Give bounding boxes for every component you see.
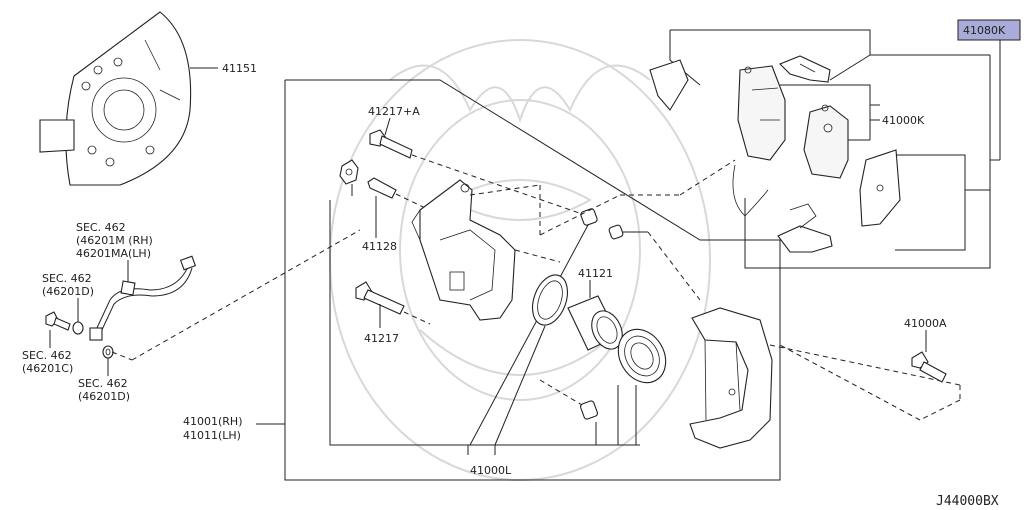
mounting-bolt-41000a[interactable] bbox=[911, 351, 947, 383]
label-41000a: 41000A bbox=[904, 317, 947, 330]
label-sec462-d-top-2: (46201D) bbox=[42, 285, 94, 298]
label-sec462-c-2: (46201C) bbox=[22, 362, 73, 375]
pad-clip-upper[interactable] bbox=[779, 55, 831, 83]
pin-boot-lower[interactable] bbox=[579, 400, 599, 420]
label-sec462-c-1: SEC. 462 bbox=[22, 349, 72, 362]
label-sec462-d-bot-1: SEC. 462 bbox=[78, 377, 128, 390]
piston-seal[interactable] bbox=[526, 270, 574, 330]
kit-41000k-bracket-top bbox=[780, 84, 880, 106]
caliper-support-bracket[interactable] bbox=[689, 307, 773, 449]
kit-41080k-bracket-top bbox=[670, 29, 990, 56]
brake-pad-inner[interactable] bbox=[803, 104, 849, 179]
label-41151: 41151 bbox=[222, 62, 257, 75]
caliper-body[interactable] bbox=[411, 179, 516, 321]
brake-pad-outer[interactable] bbox=[737, 65, 786, 161]
label-sec462-hose-1: SEC. 462 bbox=[76, 221, 126, 234]
kit-41080k-bracket-right bbox=[989, 55, 1000, 161]
pad-wear-spring[interactable] bbox=[732, 164, 769, 217]
part-code-highlight-box[interactable] bbox=[957, 19, 1021, 41]
label-sec462-hose-2: (46201M (RH) bbox=[76, 234, 153, 247]
guide-pin-bolt-41217a[interactable] bbox=[369, 129, 413, 159]
label-41080k: 41080K bbox=[963, 24, 1006, 37]
splash-shield-41151[interactable] bbox=[39, 11, 192, 186]
bleeder-cap[interactable] bbox=[339, 159, 359, 185]
pin-boot-upper-2[interactable] bbox=[608, 224, 624, 240]
diagram-code: J44000BX bbox=[936, 494, 999, 509]
pad-shim[interactable] bbox=[859, 149, 901, 227]
label-41121: 41121 bbox=[578, 267, 613, 280]
shim-leader bbox=[669, 30, 701, 86]
caliper-assembly-frame bbox=[284, 79, 781, 481]
label-41000l: 41000L bbox=[470, 464, 512, 477]
label-41011-lh: 41011(LH) bbox=[183, 429, 241, 442]
brake-hose[interactable] bbox=[89, 255, 197, 341]
bleeder-screw-41128[interactable] bbox=[367, 177, 397, 199]
union-bolt[interactable] bbox=[45, 311, 71, 331]
label-41217: 41217 bbox=[364, 332, 399, 345]
guide-pin-bolt-41217[interactable] bbox=[355, 281, 405, 315]
kit-41080k-bracket-bottom bbox=[744, 160, 991, 269]
piston-41121[interactable] bbox=[567, 295, 628, 354]
piston-boot[interactable] bbox=[609, 321, 675, 391]
anti-squeal-shim[interactable] bbox=[649, 59, 689, 111]
label-sec462-hose-3: 46201MA(LH) bbox=[76, 247, 151, 260]
pin-boot-upper[interactable] bbox=[580, 208, 598, 226]
copper-washer-bottom[interactable] bbox=[102, 345, 114, 359]
label-41001-rh: 41001(RH) bbox=[183, 415, 243, 428]
pad-clip-lower[interactable] bbox=[777, 203, 833, 253]
copper-washer-top[interactable] bbox=[72, 321, 84, 335]
label-sec462-d-top-1: SEC. 462 bbox=[42, 272, 92, 285]
shim-bracket bbox=[895, 154, 966, 251]
kit-41000l-bracket bbox=[329, 200, 640, 446]
label-41000k: 41000K bbox=[882, 114, 925, 127]
label-41217a: 41217+A bbox=[368, 105, 420, 118]
label-41128: 41128 bbox=[362, 240, 397, 253]
label-sec462-d-bot-2: (46201D) bbox=[78, 390, 130, 403]
